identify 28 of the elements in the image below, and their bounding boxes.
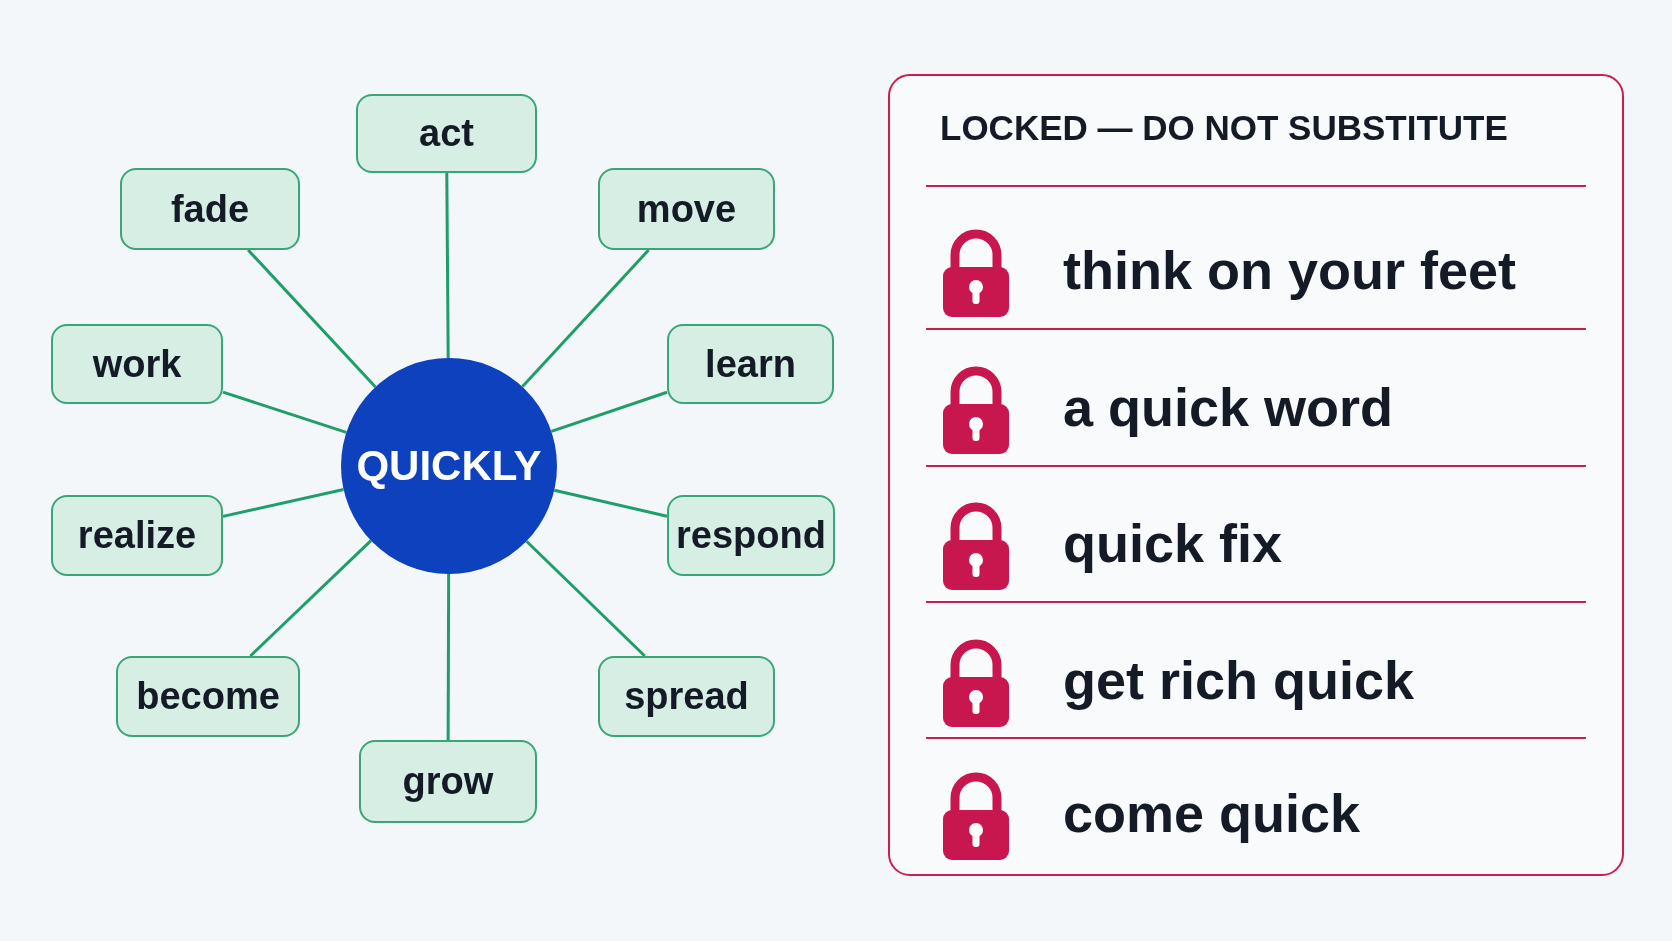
- locked-phrases-panel: [888, 74, 1624, 876]
- word-box: grow: [359, 740, 537, 823]
- word-box: become: [116, 656, 300, 737]
- connector-line: [521, 249, 650, 388]
- panel-heading: LOCKED — DO NOT SUBSTITUTE: [940, 108, 1508, 148]
- connector-line: [222, 488, 344, 518]
- word-box: realize: [51, 495, 223, 576]
- connector-line: [446, 574, 451, 740]
- connector-line: [249, 539, 372, 658]
- word-box: work: [51, 324, 223, 404]
- locked-phrase: come quick: [1063, 782, 1361, 844]
- locked-phrase: quick fix: [1063, 512, 1283, 574]
- connector-line: [553, 488, 668, 518]
- connector-line: [525, 540, 646, 658]
- locked-phrase: get rich quick: [1063, 649, 1415, 711]
- connector-line: [550, 390, 668, 433]
- center-circle: QUICKLY: [341, 358, 557, 574]
- word-box: act: [356, 94, 537, 173]
- word-box: fade: [120, 168, 300, 250]
- connector-line: [445, 173, 450, 358]
- locked-phrase: think on your feet: [1063, 239, 1516, 301]
- word-box: learn: [667, 324, 834, 404]
- word-box: move: [598, 168, 775, 250]
- word-box: respond: [667, 495, 835, 576]
- connector-line: [247, 248, 377, 388]
- locked-phrase: a quick word: [1063, 376, 1394, 438]
- word-box: spread: [598, 656, 775, 737]
- connector-line: [222, 390, 347, 434]
